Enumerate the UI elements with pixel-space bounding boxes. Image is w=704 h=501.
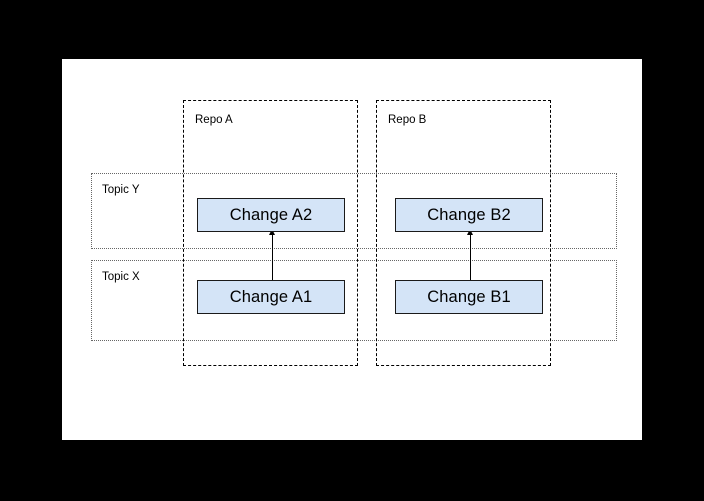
topic-label-y: Topic Y: [102, 184, 140, 196]
topic-group-y[interactable]: Topic Y: [91, 173, 617, 249]
repo-label-b: Repo B: [388, 114, 427, 126]
topic-group-x[interactable]: Topic X: [91, 260, 617, 341]
repo-group-b[interactable]: Repo B: [376, 100, 551, 366]
change-node-b1[interactable]: Change B1: [395, 280, 543, 314]
edge-a1-a2-shaft: [272, 230, 274, 280]
change-node-a1[interactable]: Change A1: [197, 280, 345, 314]
change-node-a2[interactable]: Change A2: [197, 198, 345, 232]
diagram-canvas: Topic Y Topic X Repo A Repo B Change A2 …: [62, 59, 642, 440]
repo-label-a: Repo A: [195, 114, 233, 126]
edge-a1-a2-arrowhead: [268, 229, 275, 235]
change-node-b2[interactable]: Change B2: [395, 198, 543, 232]
topic-label-x: Topic X: [102, 271, 140, 283]
edge-b1-b2-shaft: [470, 230, 472, 280]
edge-b1-b2-arrowhead: [466, 229, 473, 235]
repo-group-a[interactable]: Repo A: [183, 100, 358, 366]
